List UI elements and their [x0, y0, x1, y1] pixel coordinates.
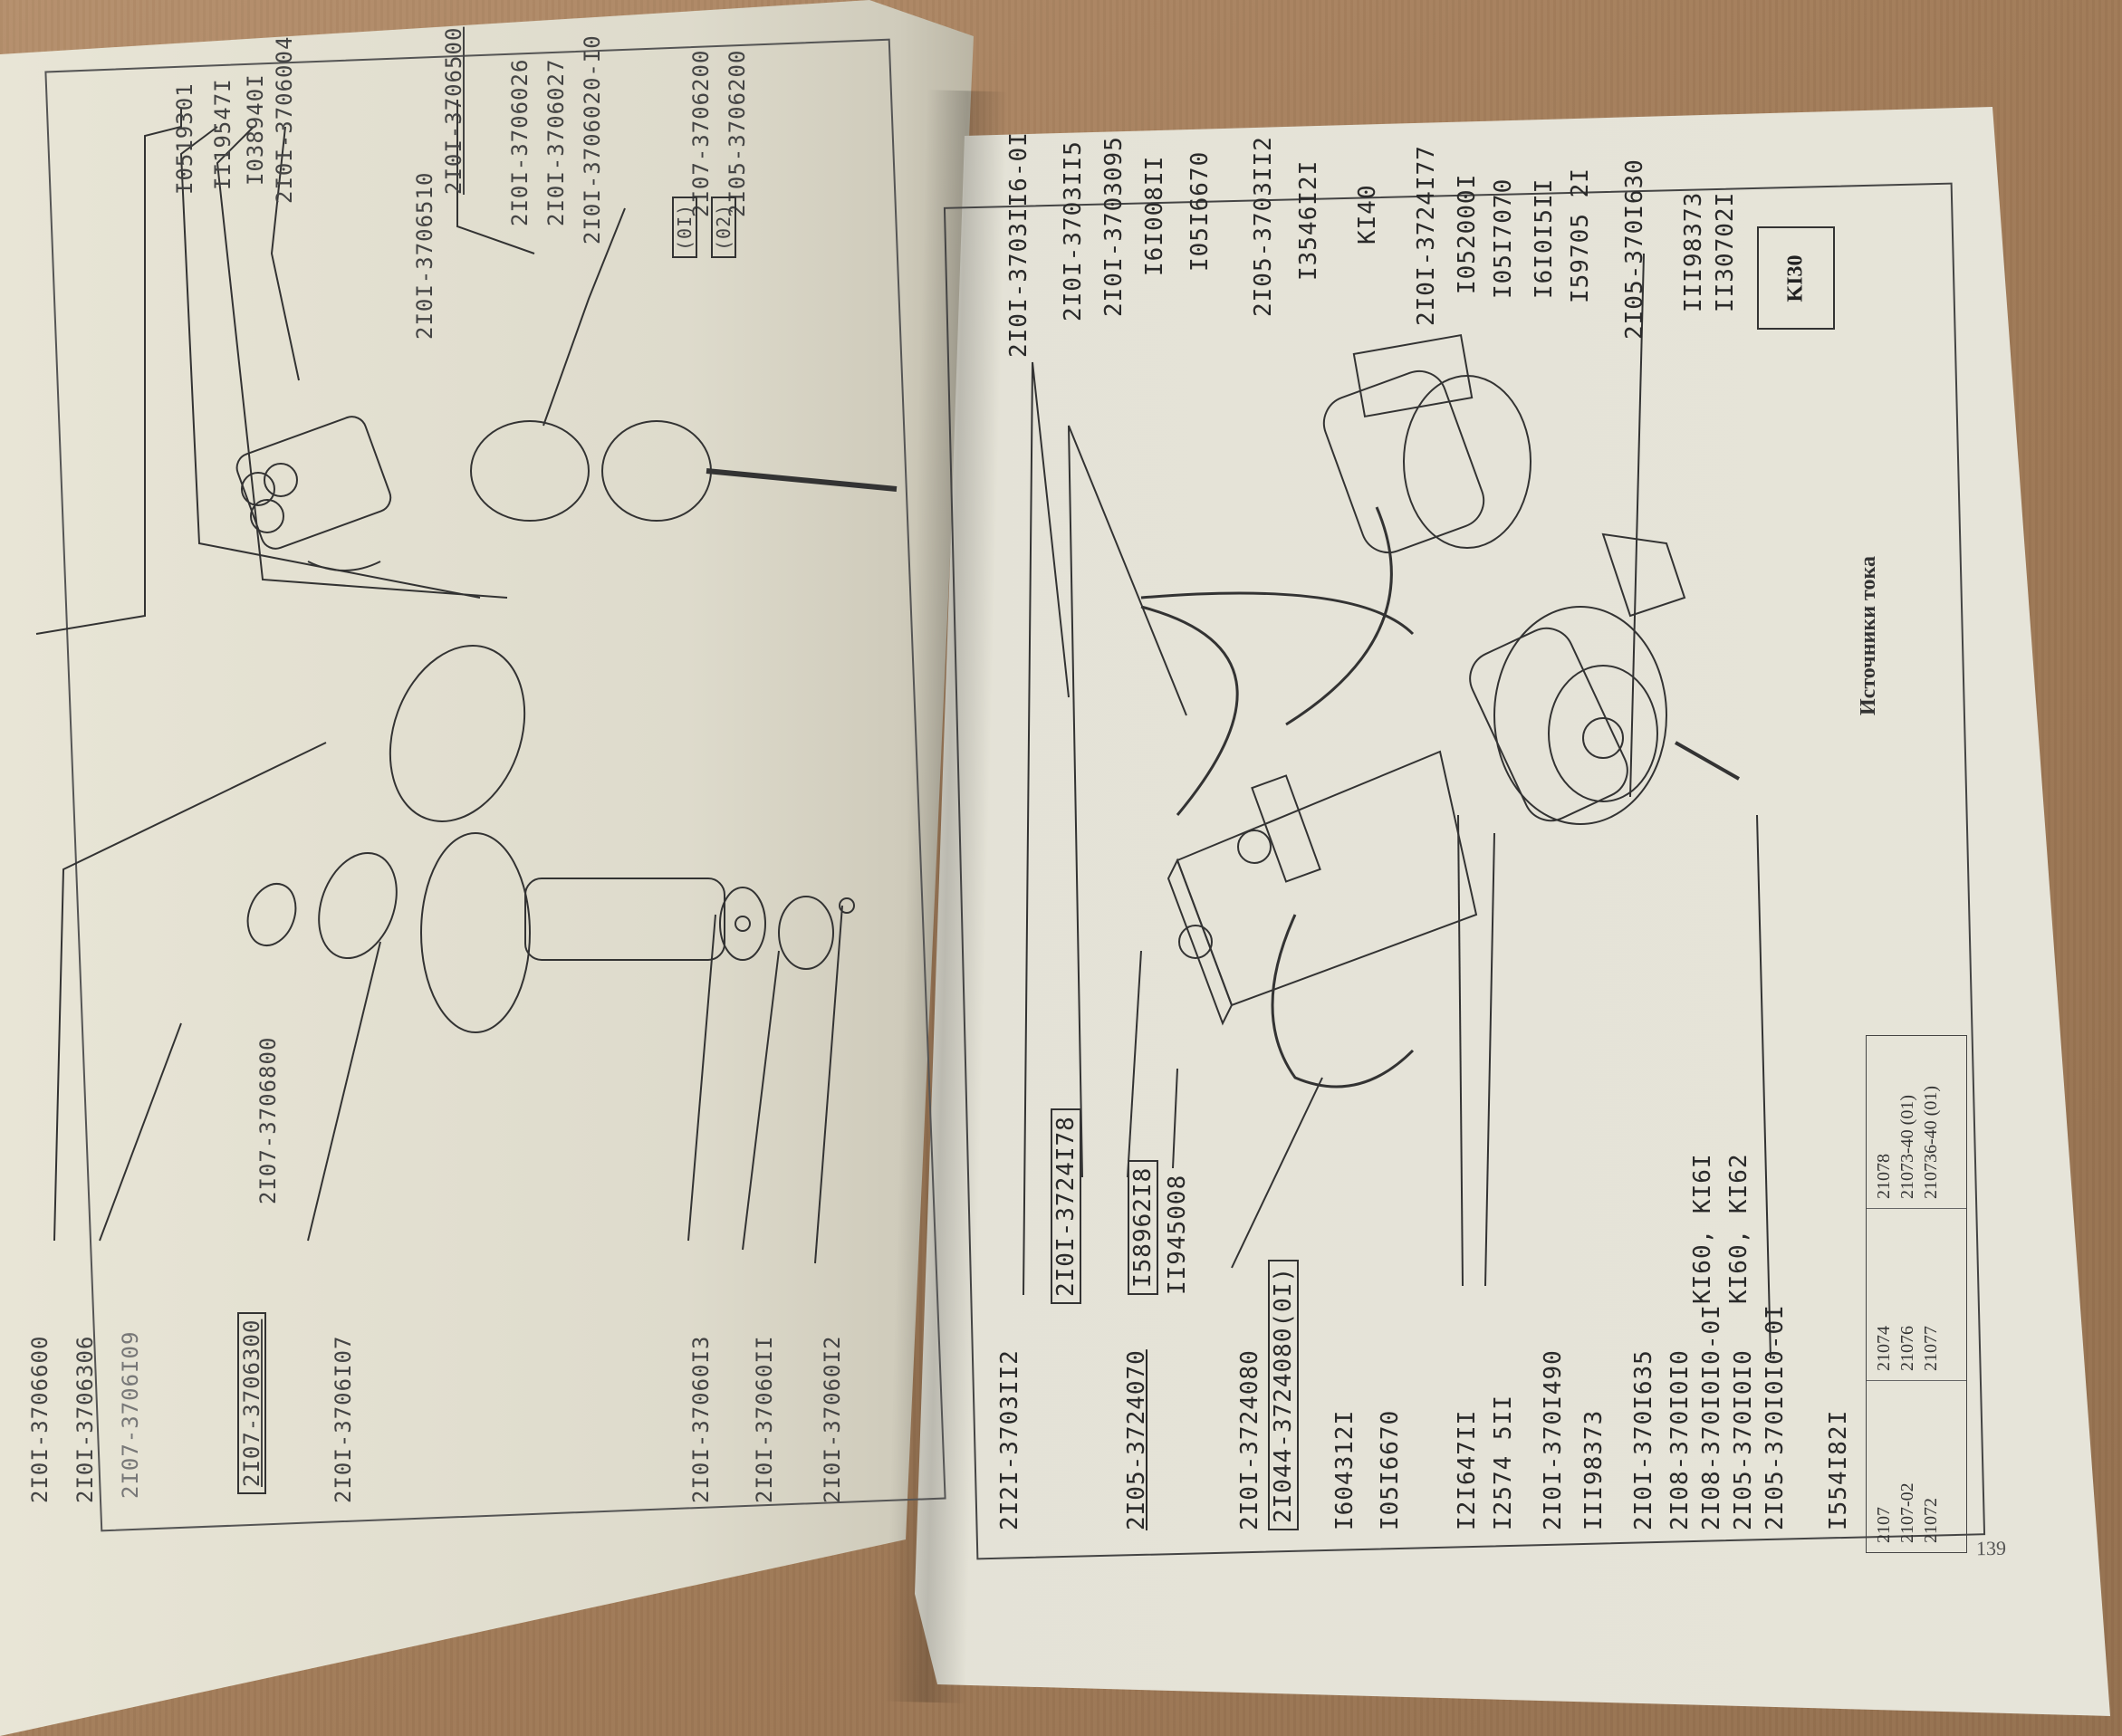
left-bottom-label: 2I0I-3706600: [27, 1335, 53, 1503]
starter-drawing: [1322, 333, 1531, 554]
right-top-label: 2I05-3703II2: [1250, 136, 1277, 317]
right-top-label: I6I008II: [1141, 155, 1168, 276]
right-bottom-label: 2I05-370I0I0-0I: [1762, 1304, 1789, 1530]
model-code: 21072: [1921, 1498, 1941, 1543]
right-bottom-label: 2I044-3724080(0I): [1268, 1259, 1299, 1530]
battery-drawing: [1167, 750, 1478, 1026]
left-top-label: II19547I: [210, 78, 235, 190]
alternator-drawing: [1469, 606, 1667, 825]
left-bottom-label: 2I0I-37060I3: [688, 1335, 714, 1503]
right-bottom-label: 2I0I-370I490: [1540, 1349, 1567, 1530]
page-number: 139: [1975, 1536, 2007, 1560]
model-code: 21073-40 (01): [1897, 1095, 1917, 1199]
right-bottom-label: 2I08-370I0I0-0I: [1698, 1304, 1725, 1530]
left-top-label: I038940I: [243, 73, 268, 186]
left-variant-label: (0I): [672, 196, 697, 258]
model-code: 21077: [1921, 1326, 1941, 1371]
right-bottom-label: I05I6670: [1377, 1409, 1404, 1530]
model-code: 21074: [1874, 1326, 1894, 1371]
left-top-label: 2I07-3706200: [688, 49, 714, 217]
section-title: Источники тока: [1857, 556, 1880, 715]
right-top-label: I05I7070: [1490, 177, 1517, 299]
model-code: 2107: [1874, 1507, 1894, 1543]
right-top-label: I05I6670: [1186, 150, 1214, 272]
left-bottom-label: 2I07-3706300: [237, 1311, 266, 1494]
left-top-label: 2I0I-3706027: [543, 58, 569, 226]
right-bottom-label: 2I0I-3724080: [1236, 1349, 1263, 1530]
left-bottom-label: 2I07-3706I09: [118, 1330, 143, 1499]
right-top-label: I052000I: [1454, 173, 1481, 294]
right-bottom-label: I58962I8: [1128, 1159, 1158, 1295]
right-bottom-label: 2I05-370I0I0: [1730, 1349, 1757, 1530]
right-top-label: KI40: [1354, 184, 1381, 245]
right-bottom-label: 2I0I-370I635: [1630, 1349, 1657, 1530]
distributor-cap-drawing: [235, 416, 392, 571]
right-top-label: II30702I: [1712, 191, 1739, 312]
left-bottom-label: 2I0I-37060I2: [820, 1335, 845, 1503]
left-top-label: 2I0I-3706020-I0: [580, 34, 605, 245]
left-top-label: 2I0I-3706004: [272, 35, 297, 204]
right-bottom-label: I604312I: [1331, 1409, 1359, 1530]
left-bottom-label: 2I0I-3706306: [72, 1335, 98, 1503]
variant-code: KI60, KI62: [1725, 1153, 1752, 1304]
section-code: KI30: [1783, 254, 1808, 302]
models-col-1: 2107 2107-02 21072: [1867, 1380, 1966, 1552]
right-bottom-label: III98373: [1580, 1409, 1608, 1530]
left-top-label: 2I0I-3706510: [412, 171, 437, 340]
left-top-label: I0519301: [172, 82, 197, 195]
model-code: 21078: [1874, 1154, 1894, 1199]
right-bottom-label: 2I05-3724070: [1123, 1349, 1150, 1530]
left-variant-label: (02): [711, 196, 736, 258]
right-top-label: 2I0I-3724I77: [1413, 145, 1440, 326]
left-top-label: 2I05-3706200: [725, 49, 750, 217]
models-table: 2107 2107-02 21072 21074 21076 21077 210…: [1866, 1035, 1967, 1553]
right-bottom-label: I2I647II: [1454, 1409, 1481, 1530]
left-page: [0, 0, 974, 1736]
section-code-box: KI30: [1757, 226, 1835, 330]
right-top-label: 2I0I-3703II6-0I: [1005, 131, 1032, 358]
right-bottom-label: 2I2I-3703II2: [996, 1349, 1023, 1530]
variant-code: KI60, KI6I: [1689, 1153, 1716, 1304]
models-col-3: 21078 21073-40 (01) 210736-40 (01): [1867, 1036, 1966, 1208]
right-top-label: 2I05-370I630: [1621, 158, 1648, 340]
right-bottom-label: I554I82I: [1825, 1409, 1852, 1530]
right-bottom-label: 2I0I-3724I78: [1051, 1108, 1081, 1304]
right-top-label: I59705 2I: [1567, 168, 1594, 303]
right-bottom-label: II945008: [1164, 1174, 1191, 1295]
right-top-label: 2I0I-3703095: [1100, 136, 1128, 317]
right-bottom-label: I2574 5II: [1490, 1395, 1517, 1530]
model-code: 21076: [1897, 1326, 1917, 1371]
models-col-2: 21074 21076 21077: [1867, 1208, 1966, 1380]
right-top-label: I6I0I5II: [1531, 177, 1558, 299]
model-code: 210736-40 (01): [1921, 1086, 1941, 1199]
left-bottom-label: 2I0I-3706I07: [331, 1335, 356, 1503]
left-top-label: 2I0I-3706500: [441, 26, 466, 195]
right-bottom-label: 2I08-370I0I0: [1666, 1349, 1694, 1530]
right-top-label: I3546I2I: [1295, 159, 1322, 281]
left-top-label: 2I0I-3706026: [507, 58, 533, 226]
left-bottom-label: 2I0I-37060II: [752, 1335, 777, 1503]
right-top-label: 2I0I-3703II5: [1060, 140, 1087, 321]
right-top-label: III98373: [1680, 191, 1707, 312]
model-code: 2107-02: [1897, 1482, 1917, 1543]
left-bottom-label: 2I07-3706800: [255, 1036, 281, 1204]
